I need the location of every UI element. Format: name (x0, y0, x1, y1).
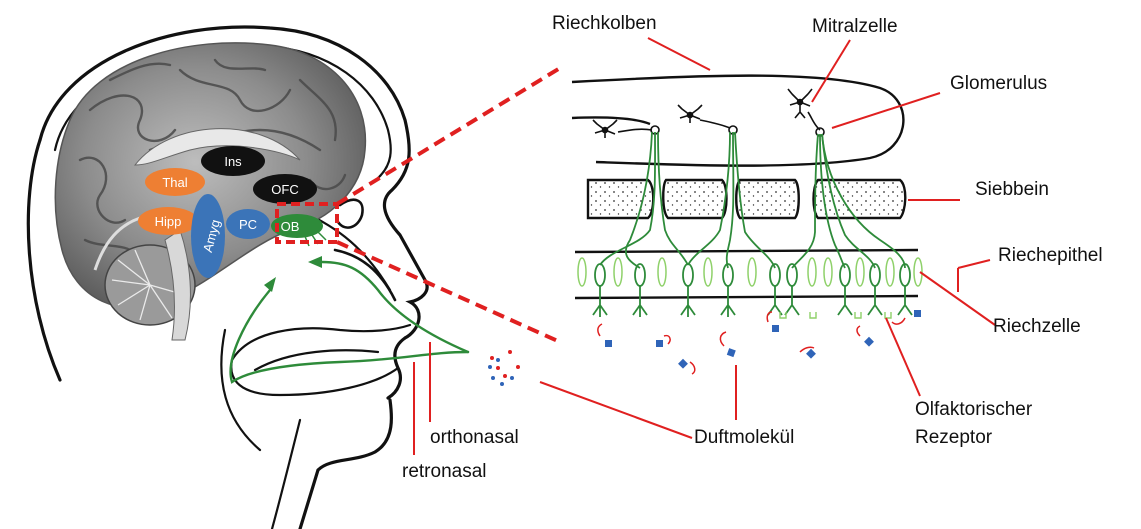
region-ob-label: OB (281, 219, 300, 234)
label-orthonasal: orthonasal (430, 428, 519, 449)
epithel-bottom (575, 296, 918, 298)
duftmolekuele (598, 310, 921, 374)
airflow-arrowhead-ortho (308, 256, 322, 268)
label-rezeptor-line2: Rezeptor (915, 428, 992, 449)
airflow-arrowhead-retro (264, 277, 276, 292)
region-pc-label: PC (239, 217, 257, 232)
region-ins-label: Ins (224, 154, 242, 169)
label-siebbein: Siebbein (975, 180, 1049, 201)
zoom-line-bottom (337, 242, 560, 342)
label-mitralzelle: Mitralzelle (812, 17, 898, 38)
label-rezeptor-line1: Olfaktorischer (915, 400, 1032, 421)
label-glomerulus: Glomerulus (950, 74, 1047, 95)
label-riechepithel: Riechepithel (998, 246, 1103, 267)
label-riechkolben: Riechkolben (552, 14, 657, 35)
label-duftmolekuel: Duftmolekül (694, 428, 794, 449)
region-thal-label: Thal (162, 175, 187, 190)
region-hipp-label: Hipp (155, 214, 182, 229)
zoom-line-top (337, 68, 560, 204)
label-retronasal: retronasal (402, 462, 487, 483)
label-riechzelle: Riechzelle (993, 317, 1081, 338)
molecules-small (488, 350, 520, 386)
region-ofc-label: OFC (271, 182, 298, 197)
brain (55, 43, 365, 340)
siebbein-plates (588, 180, 905, 218)
